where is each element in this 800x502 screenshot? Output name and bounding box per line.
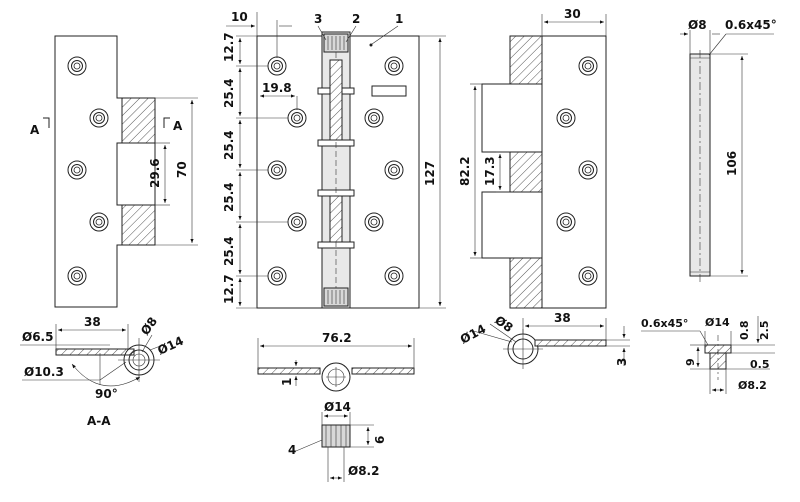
dim-25-4-d: 25.4	[222, 236, 236, 266]
front-view: 3 2 1 10 19.8 12.7 25.4	[222, 10, 446, 309]
pin-view: Ø8 0.6x45° 106	[680, 18, 777, 282]
screw-hole-icon	[384, 56, 404, 76]
screw-hole-icon	[556, 212, 576, 232]
sec-angle-90: 90°	[95, 387, 118, 401]
washer-height-6: 6	[373, 436, 387, 444]
bushing-detail: 0.6x45° Ø14 0.8 2.5 9 0.5 Ø8.2	[641, 316, 775, 394]
dim-25-4-b: 25.4	[222, 130, 236, 160]
washer-detail: 4 Ø14 6 Ø8.2	[288, 400, 387, 482]
dim-25-4-a: 25.4	[222, 78, 236, 108]
screw-hole-icon	[364, 212, 384, 232]
dim-25-4-c: 25.4	[222, 182, 236, 212]
screw-hole-icon	[384, 160, 404, 180]
dim-106: 106	[725, 151, 739, 176]
bush-2-5: 2.5	[758, 321, 771, 341]
part-callout-4: 4	[288, 443, 296, 457]
dim-12-7-top: 12.7	[222, 32, 236, 62]
screw-hole-icon	[287, 108, 307, 128]
pin-dia-8: Ø8	[688, 18, 707, 32]
bush-0-5: 0.5	[750, 358, 770, 371]
section-a-a: 38 Ø6.5 Ø10.3 Ø8 Ø14 90° A-A	[20, 314, 186, 428]
screw-hole-icon	[267, 266, 287, 286]
dim-1: 1	[280, 378, 294, 386]
screw-hole-icon	[89, 108, 109, 128]
sec-dia-8: Ø8	[138, 314, 160, 337]
rsec-dia-14: Ø14	[458, 322, 488, 347]
part-callout-2: 2	[352, 12, 360, 26]
dim-12-7-bottom: 12.7	[222, 274, 236, 304]
screw-hole-icon	[287, 212, 307, 232]
dim-10: 10	[231, 10, 248, 24]
side-view: A A 70 29.6	[30, 35, 198, 308]
pin-chamfer: 0.6x45°	[725, 18, 777, 32]
washer-dia-8-2: Ø8.2	[348, 464, 379, 478]
top-view: 76.2 1	[257, 331, 415, 392]
part-callout-1: 1	[395, 12, 403, 26]
screw-hole-icon	[67, 56, 87, 76]
dim-76-2: 76.2	[322, 331, 352, 345]
screw-hole-icon	[267, 56, 287, 76]
dim-30: 30	[564, 7, 581, 21]
dim-82-2: 82.2	[458, 156, 472, 186]
bush-dia-14: Ø14	[705, 316, 730, 329]
washer-dia-14: Ø14	[324, 400, 351, 414]
sec-dia-14: Ø14	[155, 334, 185, 358]
section-mark-right: A	[173, 119, 183, 133]
sec-dia-6-5: Ø6.5	[22, 330, 53, 344]
screw-hole-icon	[578, 160, 598, 180]
screw-hole-icon	[67, 266, 87, 286]
rsec-dim-3: 3	[615, 358, 629, 366]
dim-17-3: 17.3	[483, 156, 497, 186]
dim-70: 70	[175, 161, 189, 178]
screw-hole-icon	[578, 266, 598, 286]
section-title: A-A	[87, 414, 111, 428]
bush-0-8: 0.8	[738, 321, 751, 341]
screw-hole-icon	[556, 108, 576, 128]
bush-dia-8-2: Ø8.2	[738, 379, 767, 392]
back-view: 30 82.2 17.3	[458, 7, 607, 309]
bush-9: 9	[684, 358, 697, 366]
screw-hole-icon	[578, 56, 598, 76]
screw-hole-icon	[89, 212, 109, 232]
rsec-dim-38: 38	[554, 311, 571, 325]
screw-hole-icon	[67, 160, 87, 180]
part-callout-3: 3	[314, 12, 322, 26]
sec-dia-10-3: Ø10.3	[24, 365, 64, 379]
sec-dim-38: 38	[84, 315, 101, 329]
dim-29-6: 29.6	[148, 158, 162, 188]
bush-chamfer: 0.6x45°	[641, 317, 688, 330]
dim-19-8: 19.8	[262, 81, 292, 95]
rsec-dia-8: Ø8	[492, 313, 515, 335]
screw-hole-icon	[384, 266, 404, 286]
dim-127: 127	[423, 161, 437, 186]
right-section-view: Ø14 Ø8 38 3	[458, 311, 630, 369]
section-mark-left: A	[30, 123, 40, 137]
screw-hole-icon	[364, 108, 384, 128]
screw-hole-icon	[267, 160, 287, 180]
